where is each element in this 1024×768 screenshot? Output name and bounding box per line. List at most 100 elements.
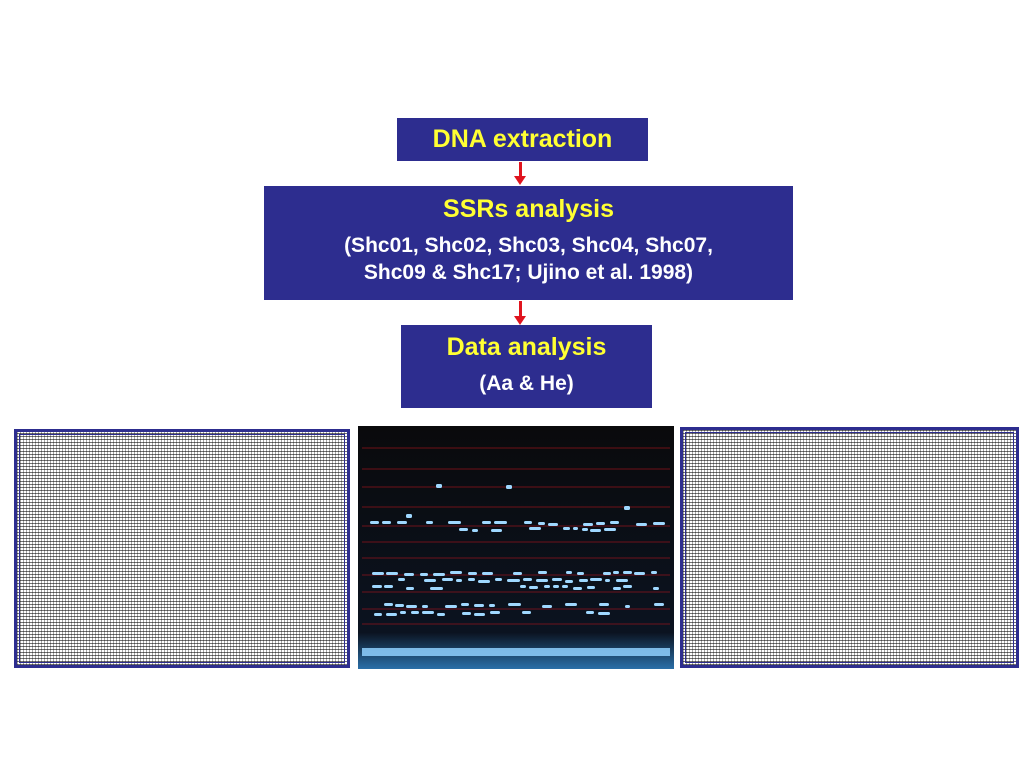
gel-band bbox=[491, 529, 502, 532]
gel-band bbox=[406, 514, 412, 518]
dna-extraction-title: DNA extraction bbox=[432, 125, 613, 153]
gel-band bbox=[404, 573, 414, 576]
gel-band bbox=[524, 521, 532, 524]
data-analysis-box: Data analysis (Aa & He) bbox=[401, 325, 652, 408]
gel-band bbox=[590, 529, 601, 532]
gel-band bbox=[605, 579, 610, 582]
gel-band bbox=[370, 521, 379, 524]
gel-band bbox=[424, 579, 436, 582]
gel-band bbox=[565, 603, 577, 606]
ssr-analysis-title: SSRs analysis bbox=[443, 195, 614, 223]
gel-band bbox=[490, 611, 500, 614]
gel-band bbox=[538, 571, 547, 574]
gel-band bbox=[573, 587, 582, 590]
gel-band bbox=[654, 603, 664, 606]
gel-band bbox=[596, 522, 605, 525]
gel-band bbox=[384, 585, 393, 588]
gel-band bbox=[604, 528, 616, 531]
gel-band bbox=[506, 485, 512, 489]
gel-band bbox=[634, 572, 645, 575]
gel-band bbox=[542, 605, 552, 608]
gel-band bbox=[482, 521, 491, 524]
gel-band bbox=[625, 605, 630, 608]
gel-band bbox=[653, 587, 659, 590]
gel-band bbox=[513, 572, 522, 575]
gel-lane-lines bbox=[362, 447, 670, 625]
gel-band bbox=[461, 603, 469, 606]
gel-band bbox=[406, 587, 414, 590]
gel-band bbox=[651, 571, 657, 574]
gel-band bbox=[474, 604, 484, 607]
dna-extraction-box: DNA extraction bbox=[397, 118, 648, 161]
gel-band bbox=[623, 571, 632, 574]
gel-band bbox=[586, 611, 594, 614]
gel-band bbox=[426, 521, 433, 524]
gel-band bbox=[599, 603, 609, 606]
gel-band bbox=[397, 521, 407, 524]
gel-band bbox=[544, 585, 550, 588]
data-analysis-title: Data analysis bbox=[446, 333, 607, 361]
gel-band bbox=[395, 604, 404, 607]
gel-band bbox=[374, 613, 382, 616]
gel-band bbox=[603, 572, 611, 575]
gel-band bbox=[495, 578, 502, 581]
gel-band bbox=[474, 613, 485, 616]
gel-band bbox=[507, 579, 520, 582]
gel-band bbox=[610, 521, 619, 524]
gel-base-glow bbox=[362, 648, 670, 656]
gel-band bbox=[590, 578, 602, 581]
gel-band bbox=[468, 578, 475, 581]
gel-band bbox=[384, 603, 393, 606]
gel-band bbox=[406, 605, 417, 608]
gel-band bbox=[624, 506, 630, 510]
gel-band bbox=[529, 527, 541, 530]
gel-band bbox=[448, 521, 461, 524]
gel-band bbox=[587, 586, 595, 589]
gel-band bbox=[613, 571, 619, 574]
gel-band bbox=[536, 579, 548, 582]
ssr-analysis-box: SSRs analysis (Shc01, Shc02, Shc03, Shc0… bbox=[264, 186, 793, 300]
gel-image bbox=[358, 426, 674, 669]
gel-band bbox=[489, 604, 495, 607]
gel-band bbox=[582, 528, 588, 531]
gel-band bbox=[566, 571, 572, 574]
gel-band bbox=[411, 611, 419, 614]
gel-band bbox=[552, 578, 562, 581]
gel-band bbox=[422, 605, 428, 608]
gel-band bbox=[468, 572, 477, 575]
flow-arrow-1 bbox=[514, 162, 526, 185]
gel-band bbox=[613, 587, 621, 590]
gel-bands bbox=[370, 484, 665, 616]
gel-band bbox=[478, 580, 490, 583]
gel-band bbox=[459, 528, 468, 531]
gel-band bbox=[442, 578, 453, 581]
gel-band bbox=[372, 572, 384, 575]
gel-band bbox=[450, 571, 462, 574]
right-table-inner-border bbox=[685, 432, 1014, 663]
gel-band bbox=[445, 605, 457, 608]
gel-band bbox=[437, 613, 445, 616]
gel-band bbox=[523, 578, 532, 581]
gel-band bbox=[565, 580, 573, 583]
gel-background bbox=[358, 426, 674, 669]
gel-band bbox=[522, 611, 531, 614]
gel-band bbox=[462, 612, 471, 615]
gel-band bbox=[398, 578, 405, 581]
gel-band bbox=[573, 527, 578, 530]
gel-band bbox=[653, 522, 665, 525]
gel-band bbox=[472, 529, 478, 532]
gel-band bbox=[623, 585, 632, 588]
gel-band bbox=[563, 527, 570, 530]
gel-band bbox=[430, 587, 443, 590]
gel-band bbox=[583, 523, 593, 526]
gel-band bbox=[548, 523, 558, 526]
ssr-markers-line-2: Shc09 & Shc17; Ujino et al. 1998) bbox=[363, 261, 694, 284]
ssr-markers-line-1: (Shc01, Shc02, Shc03, Shc04, Shc07, bbox=[344, 234, 713, 257]
data-analysis-detail: (Aa & He) bbox=[479, 372, 574, 395]
gel-band bbox=[508, 603, 521, 606]
gel-band bbox=[538, 522, 545, 525]
flow-arrow-2 bbox=[514, 301, 526, 325]
gel-band bbox=[636, 523, 647, 526]
gel-band bbox=[400, 611, 406, 614]
